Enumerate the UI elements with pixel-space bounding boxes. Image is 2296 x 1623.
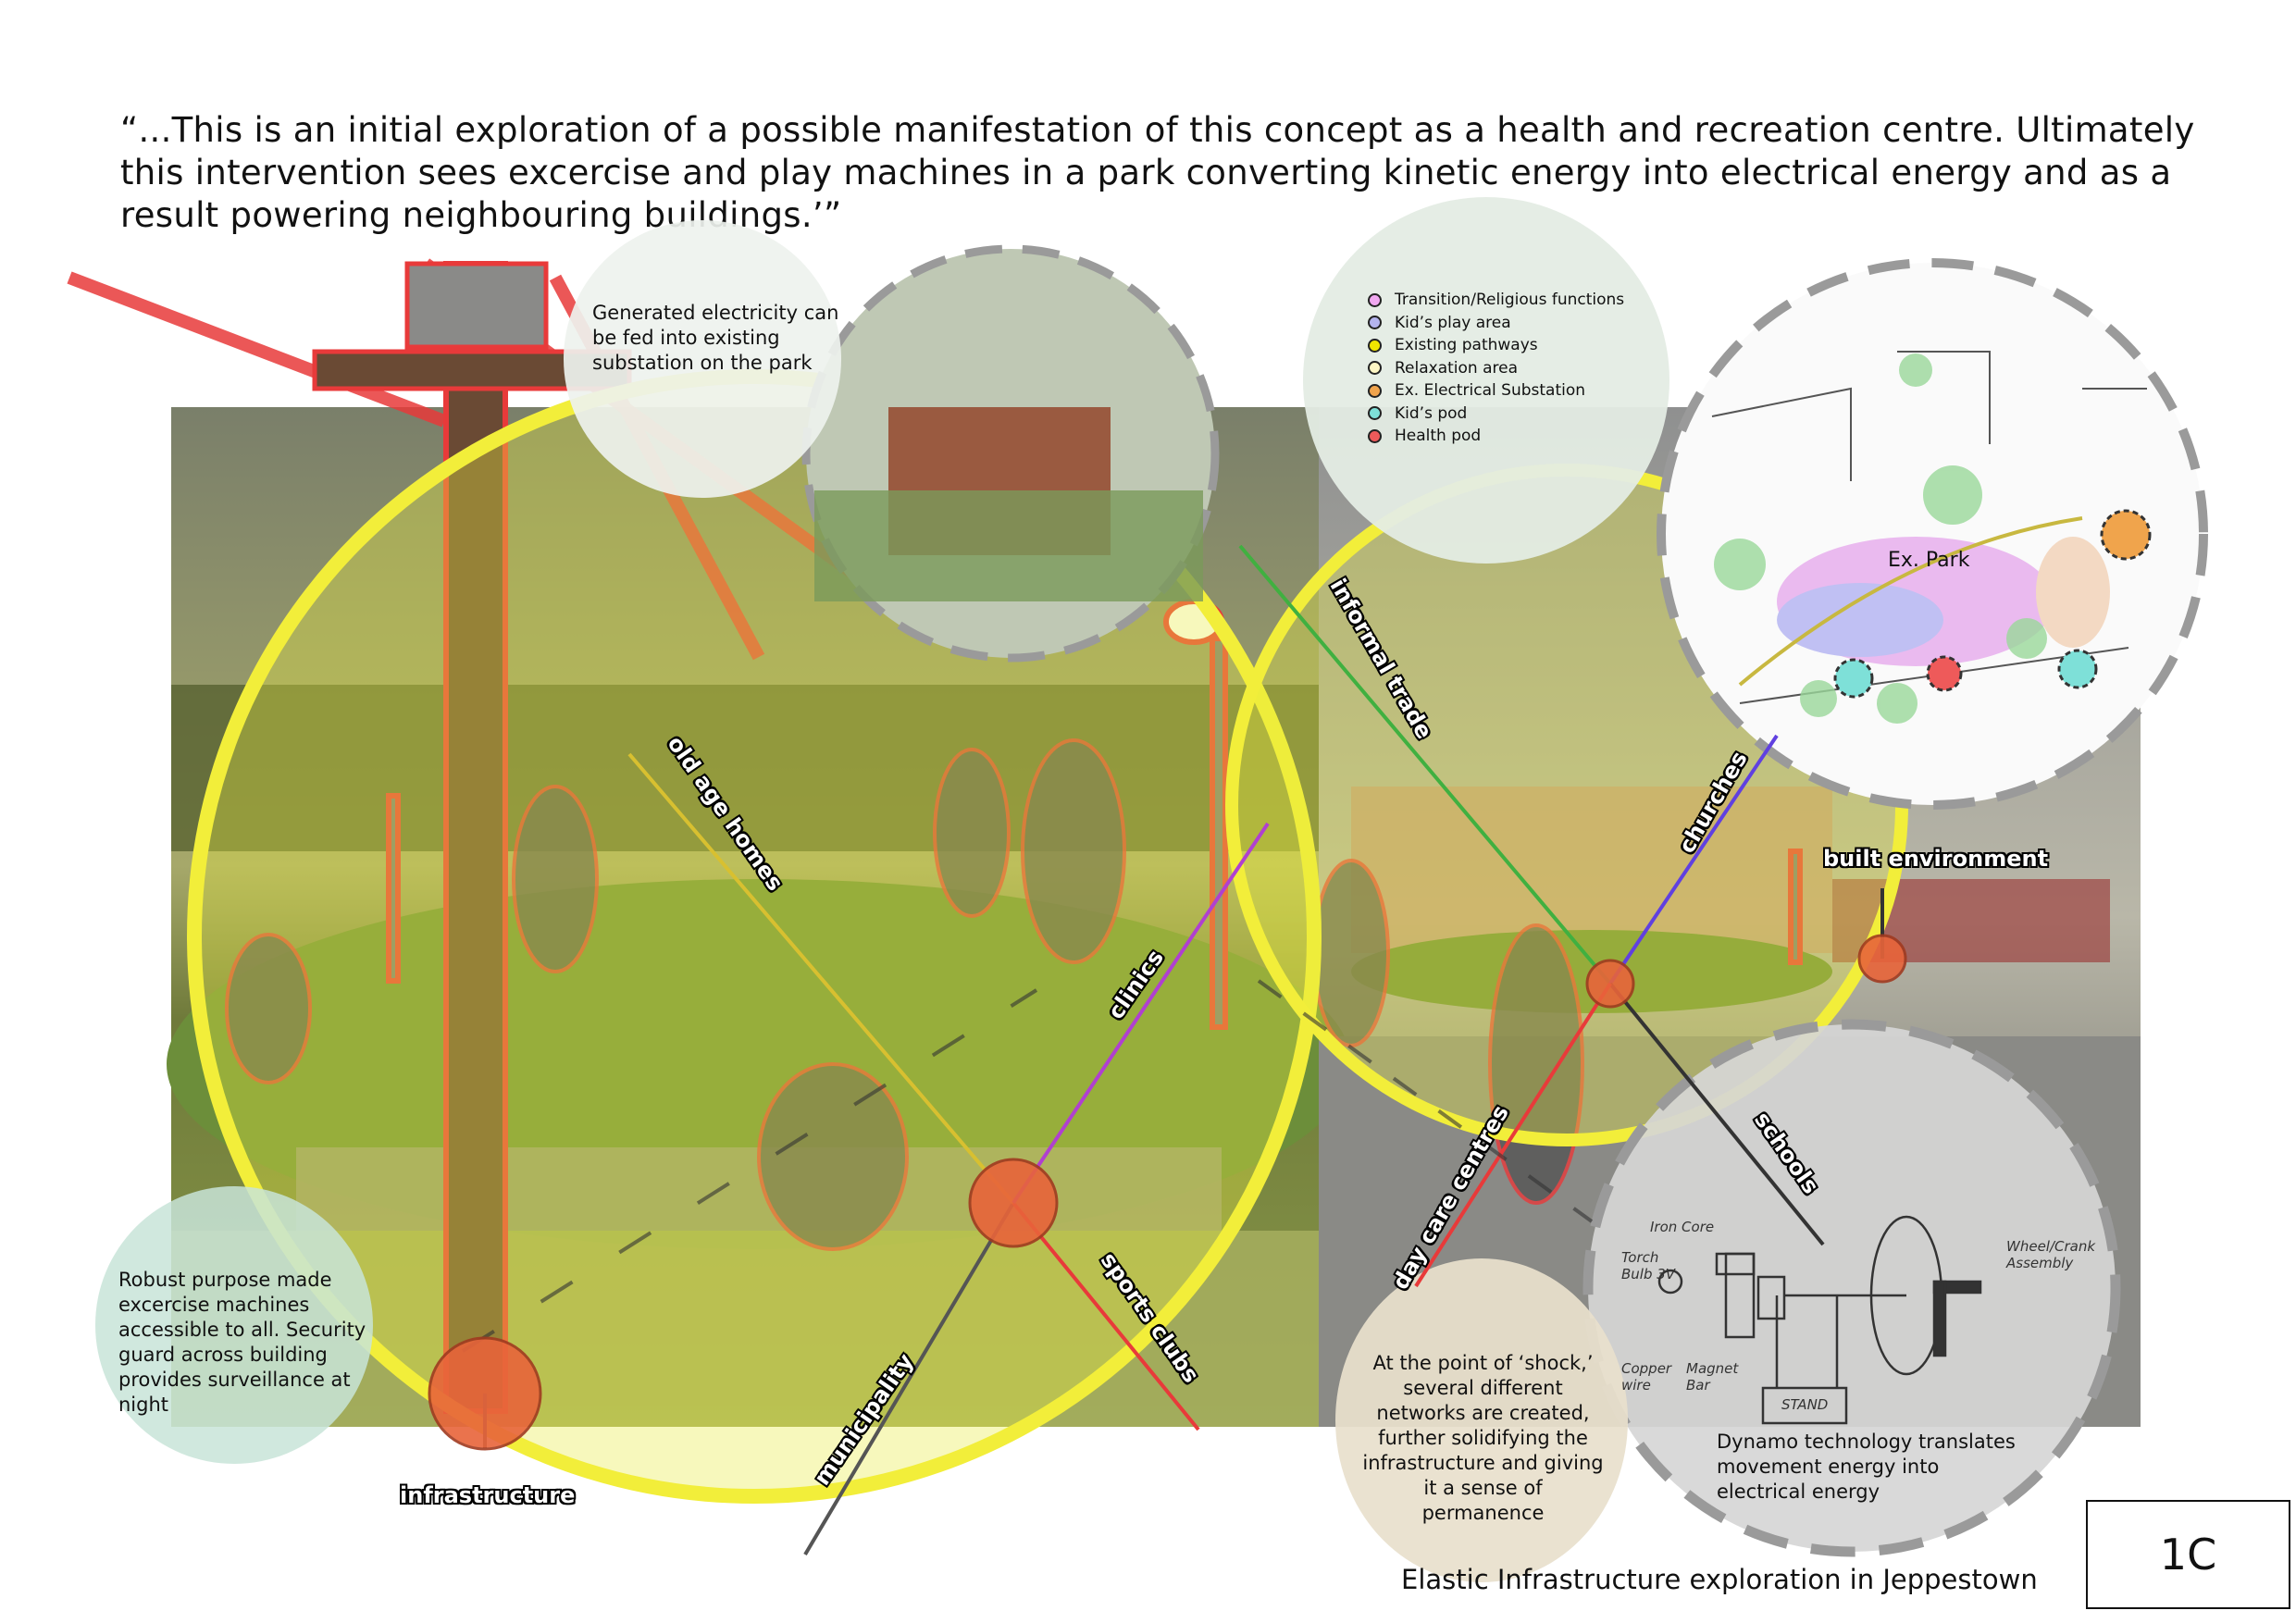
legend-item: Ex. Electrical Substation xyxy=(1368,379,1624,403)
sketch-label-stand: STAND xyxy=(1781,1396,1829,1413)
sketch-label-copper-wire: Copper wire xyxy=(1621,1360,1672,1394)
legend-swatch-icon xyxy=(1368,428,1382,443)
buildings xyxy=(1351,787,1832,953)
legend-item: Health pod xyxy=(1368,425,1624,448)
sketch-label-wheel: Wheel/Crank Assembly xyxy=(2006,1238,2096,1271)
legend-swatch-icon xyxy=(1368,406,1382,421)
map-zones xyxy=(1777,537,2110,666)
legend-item: Kid’s pod xyxy=(1368,403,1624,426)
dynamo-sketch xyxy=(1657,1215,1982,1425)
legend-item: Existing pathways xyxy=(1368,334,1624,357)
map-substation xyxy=(2100,509,2152,561)
sheet-number: 1C xyxy=(2086,1500,2290,1609)
sketch-label-torch-bulb: Torch Bulb 3V xyxy=(1621,1249,1676,1282)
legend-swatch-icon xyxy=(1368,361,1382,376)
map-kids-pod-2 xyxy=(2057,649,2098,689)
map-trees xyxy=(1714,353,2047,724)
map-legend: Transition/Religious functions Kid’s pla… xyxy=(1368,289,1624,448)
label-built-environment: built environment xyxy=(1823,846,2049,872)
dynamo-circle xyxy=(1582,1019,2121,1557)
tree-line xyxy=(171,685,1319,851)
map-health-pod xyxy=(1926,655,1963,692)
legend-item: Transition/Religious functions xyxy=(1368,289,1624,312)
map-park-label: Ex. Park xyxy=(1888,549,1970,572)
board-caption: Elastic Infrastructure exploration in Je… xyxy=(1401,1564,2038,1595)
concept-quote: “...This is an initial exploration of a … xyxy=(120,110,2195,235)
legend-swatch-icon xyxy=(1368,292,1382,307)
dynamo-note: Dynamo technology translates movement en… xyxy=(1717,1431,2016,1503)
sketch-label-iron-core: Iron Core xyxy=(1650,1219,1715,1235)
robust-note-circle xyxy=(95,1186,373,1464)
map-kids-pod xyxy=(1833,658,1874,699)
legend-item: Relaxation area xyxy=(1368,357,1624,380)
map-streets xyxy=(1711,351,2147,704)
legend-swatch-icon xyxy=(1368,316,1382,330)
electricity-note: Generated electricity can be fed into ex… xyxy=(592,302,839,374)
electricity-note-circle xyxy=(564,220,841,498)
legend-circle xyxy=(1303,197,1669,564)
label-infrastructure: infrastructure xyxy=(400,1482,576,1508)
legend-item: Kid’s play area xyxy=(1368,312,1624,335)
network-lines xyxy=(461,544,1884,1556)
legend-swatch-icon xyxy=(1368,383,1382,398)
shock-note-circle xyxy=(1335,1258,1628,1582)
sketch-label-magnet-bar: Magnet Bar xyxy=(1686,1360,1739,1394)
robust-machines-note: Robust purpose made excercise machines a… xyxy=(118,1269,366,1416)
transformer xyxy=(404,261,549,350)
legend-swatch-icon xyxy=(1368,338,1382,353)
shock-note: At the point of ‘shock,’ several differe… xyxy=(1362,1352,1604,1524)
shock-nodes xyxy=(428,934,1907,1451)
